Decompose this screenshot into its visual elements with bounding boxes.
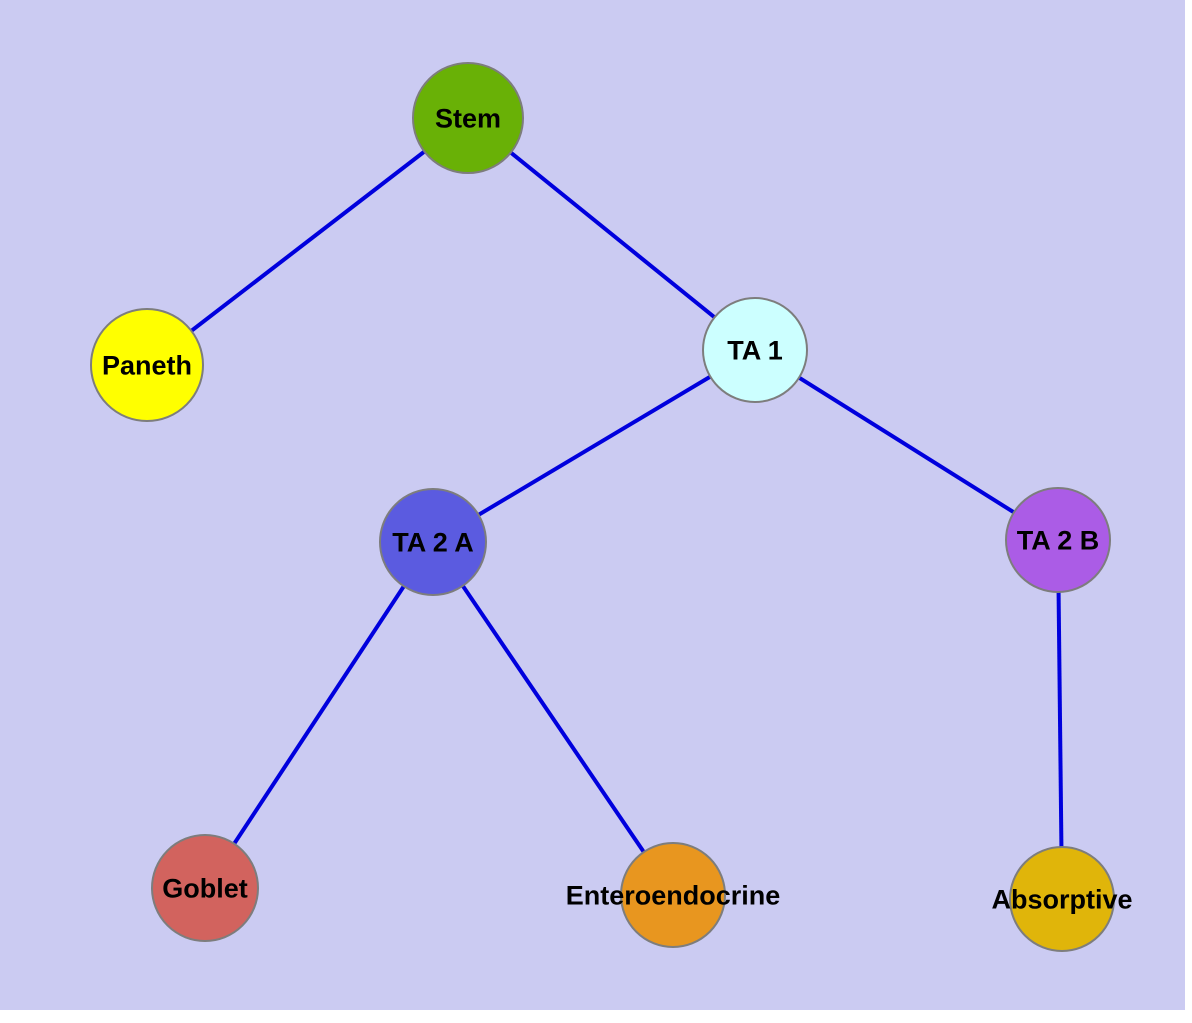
node-paneth: Paneth — [90, 308, 204, 422]
edge-ta2b-absorptive — [1056, 539, 1064, 900]
node-circle-ta2a[interactable] — [379, 488, 487, 596]
node-circle-stem[interactable] — [412, 62, 524, 174]
node-circle-goblet[interactable] — [151, 834, 259, 942]
node-circle-enteroendocrine[interactable] — [620, 842, 726, 948]
node-ta2b: TA 2 B — [1005, 487, 1111, 593]
edge-stem-ta1 — [466, 116, 757, 352]
node-circle-absorptive[interactable] — [1009, 846, 1115, 952]
node-stem: Stem — [412, 62, 524, 174]
node-goblet: Goblet — [151, 834, 259, 942]
node-circle-ta1[interactable] — [702, 297, 808, 403]
edge-ta1-ta2b — [753, 348, 1060, 542]
node-circle-paneth[interactable] — [90, 308, 204, 422]
edge-ta2a-goblet — [203, 540, 435, 890]
node-ta2a: TA 2 A — [379, 488, 487, 596]
edge-ta2a-enteroendocrine — [431, 540, 675, 897]
edge-stem-paneth — [145, 116, 470, 367]
edge-ta1-ta2a — [431, 348, 757, 544]
node-ta1: TA 1 — [702, 297, 808, 403]
edges-layer — [145, 116, 1064, 900]
node-circle-ta2b[interactable] — [1005, 487, 1111, 593]
